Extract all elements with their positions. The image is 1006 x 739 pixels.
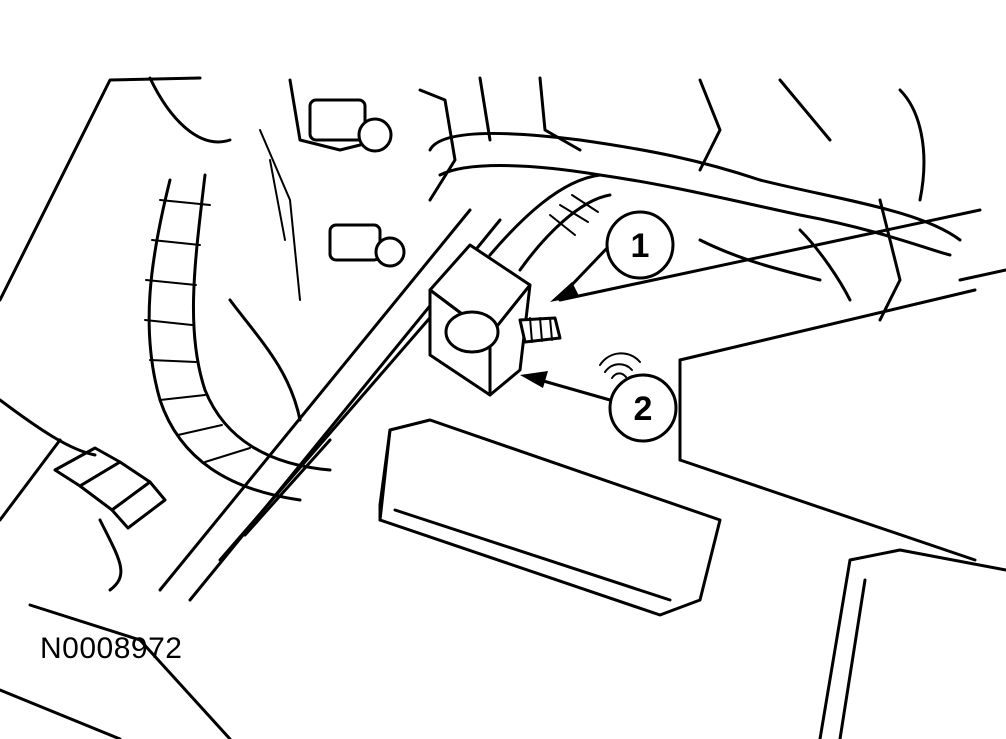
left-body-panel [0,76,232,739]
callout-1: 1 [550,210,675,302]
upper-components [259,76,582,301]
right-components [698,78,926,322]
wiring-harness [144,173,332,502]
battery-post [599,352,641,379]
figure-code: N0008972 [40,632,183,665]
battery-terminal-clamp [428,243,562,397]
battery-cover [378,208,1006,739]
callout-2: 2 [520,371,678,443]
callout-1-number: 1 [631,227,650,265]
callout-2-number: 2 [634,390,653,428]
harness-clip [0,398,167,592]
